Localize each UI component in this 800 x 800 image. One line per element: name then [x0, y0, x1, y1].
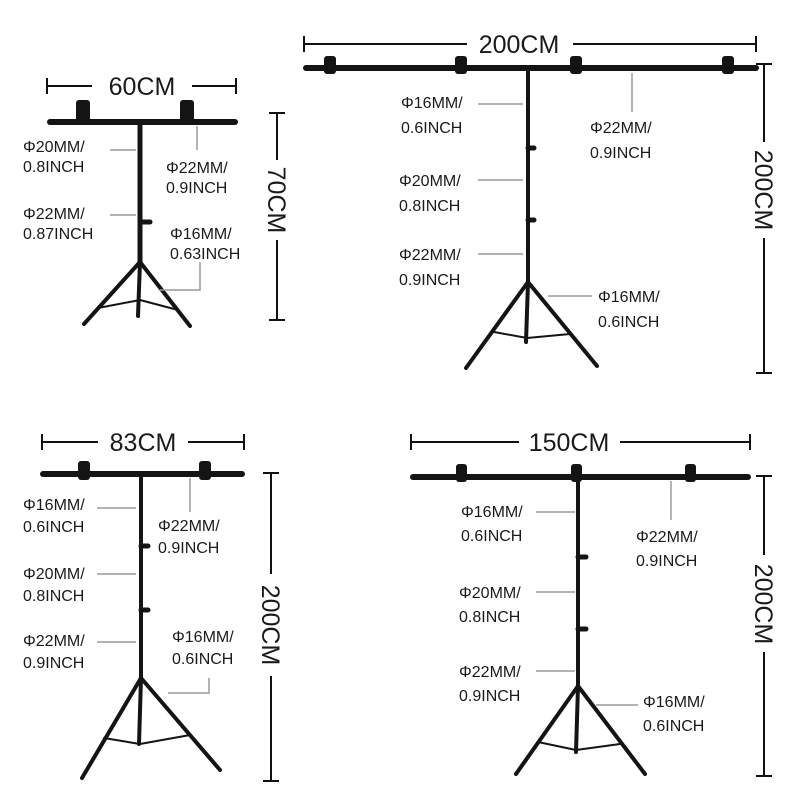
spec-label: Φ22MM/0.9INCH: [459, 664, 521, 705]
width-label: 60CM: [109, 73, 176, 101]
clamp-icon: [456, 464, 696, 482]
spec-label: Φ22MM/0.9INCH: [158, 518, 220, 557]
width-dimension: [303, 36, 757, 52]
height-dimension: [756, 63, 772, 374]
spec-label: Φ22MM/0.9INCH: [166, 160, 228, 197]
clamp-icon: [76, 100, 194, 122]
height-label: 200CM: [256, 585, 284, 666]
spec-label: Φ20MM/0.8INCH: [23, 139, 85, 176]
spec-label: Φ22MM/0.87INCH: [23, 206, 93, 243]
height-dimension: [756, 475, 772, 777]
clamp-icon: [324, 56, 734, 74]
height-label: 70CM: [262, 167, 290, 234]
width-label: 83CM: [110, 429, 177, 457]
width-label: 200CM: [479, 31, 560, 59]
spec-label: Φ16MM/0.6INCH: [461, 504, 523, 545]
spec-leaders: [536, 481, 672, 706]
spec-leaders: [110, 126, 201, 291]
width-dimension: [46, 78, 237, 94]
spec-label: Φ22MM/0.9INCH: [590, 120, 652, 162]
stand-body: [47, 119, 238, 328]
spec-label: Φ16MM/0.6INCH: [172, 629, 234, 668]
height-label: 200CM: [749, 564, 777, 645]
spec-label: Φ22MM/0.9INCH: [23, 633, 85, 672]
stand-150cm: 150CM 200CM: [410, 429, 777, 777]
stand-body: [303, 65, 759, 370]
spec-label: Φ22MM/0.9INCH: [636, 529, 698, 570]
stand-83cm: 83CM 200CM Φ: [23, 429, 284, 782]
height-dimension: [269, 112, 285, 321]
spec-label: Φ16MM/0.6INCH: [401, 95, 463, 137]
width-dimension: [41, 434, 245, 450]
spec-leaders: [97, 478, 210, 694]
spec-leaders: [478, 73, 633, 297]
height-dimension: [263, 472, 279, 782]
clamp-icon: [78, 461, 211, 480]
spec-label: Φ16MM/0.6INCH: [598, 289, 660, 331]
width-label: 150CM: [529, 429, 610, 457]
spec-label: Φ20MM/0.8INCH: [459, 585, 521, 626]
stand-60cm: 60CM 70CM Φ: [23, 73, 290, 328]
spec-label: Φ16MM/0.63INCH: [170, 226, 240, 263]
height-label: 200CM: [749, 150, 777, 231]
width-dimension: [410, 434, 751, 450]
stand-200cm: 200CM 200CM: [303, 31, 777, 374]
spec-label: Φ20MM/0.8INCH: [399, 173, 461, 215]
spec-label: Φ22MM/0.9INCH: [399, 247, 461, 289]
spec-label: Φ16MM/0.6INCH: [643, 694, 705, 735]
spec-label: Φ16MM/0.6INCH: [23, 497, 85, 536]
spec-label: Φ20MM/0.8INCH: [23, 566, 85, 605]
